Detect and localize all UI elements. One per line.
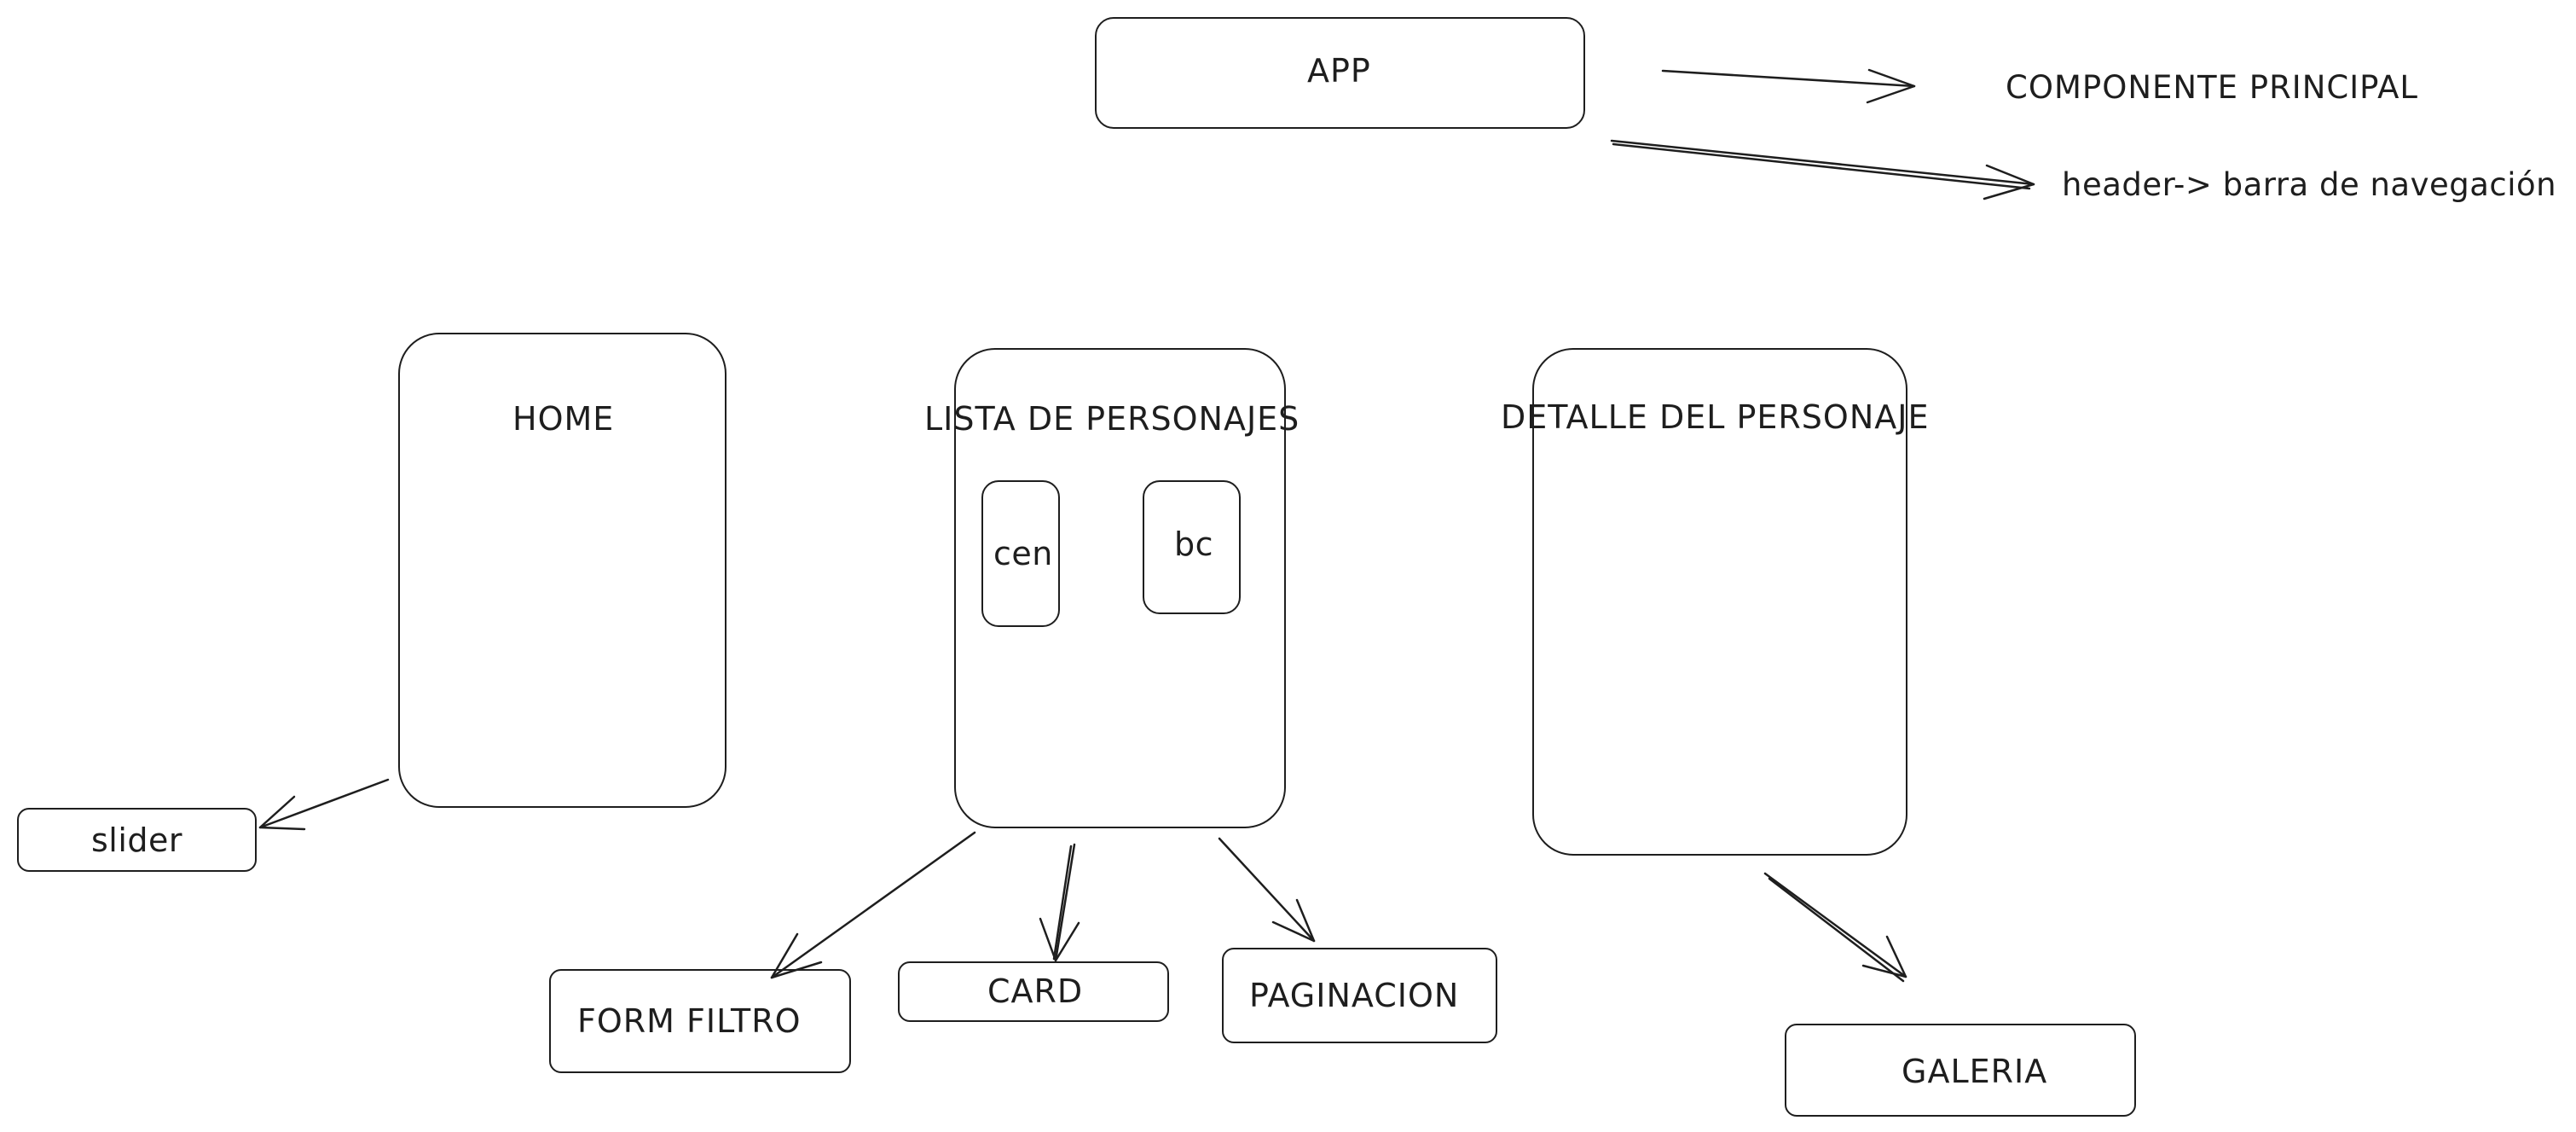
card-label: CARD: [987, 972, 1084, 1010]
detalle-personaje-node: [1532, 348, 1907, 856]
app-node: [1095, 17, 1585, 129]
bc-label: bc: [1174, 525, 1214, 563]
app-label: APP: [1307, 52, 1371, 90]
slider-node: [17, 808, 257, 872]
lista-personajes-node: [954, 348, 1286, 828]
header-navigation-label: header-> barra de navegación: [2062, 166, 2557, 203]
form-filtro-node: [549, 969, 851, 1073]
cen-node: [981, 480, 1060, 627]
home-label: HOME: [512, 400, 615, 438]
arrow-app-to-componente-principal: [1661, 68, 1916, 104]
lista-personajes-label: LISTA DE PERSONAJES: [924, 400, 1300, 438]
bc-node: [1143, 480, 1241, 614]
arrow-lista-to-form-filtro: [770, 831, 976, 979]
arrow-app-to-header: [1610, 139, 2035, 200]
detalle-personaje-label: DETALLE DEL PERSONAJE: [1501, 398, 1930, 436]
form-filtro-label: FORM FILTRO: [577, 1002, 802, 1040]
galeria-label: GALERIA: [1902, 1053, 2048, 1090]
home-node: [398, 333, 726, 808]
slider-label: slider: [91, 821, 183, 859]
paginacion-label: PAGINACION: [1249, 977, 1460, 1014]
componente-principal-label: COMPONENTE PRINCIPAL: [2006, 69, 2419, 106]
paginacion-node: [1222, 948, 1497, 1043]
cen-label: cen: [993, 535, 1053, 572]
arrow-lista-to-paginacion: [1218, 837, 1316, 943]
galeria-node: [1785, 1024, 2136, 1117]
arrow-detalle-to-galeria: [1763, 872, 1907, 983]
card-node: [898, 961, 1169, 1022]
arrow-lista-to-card: [1039, 843, 1080, 962]
arrow-home-to-slider: [258, 778, 390, 831]
